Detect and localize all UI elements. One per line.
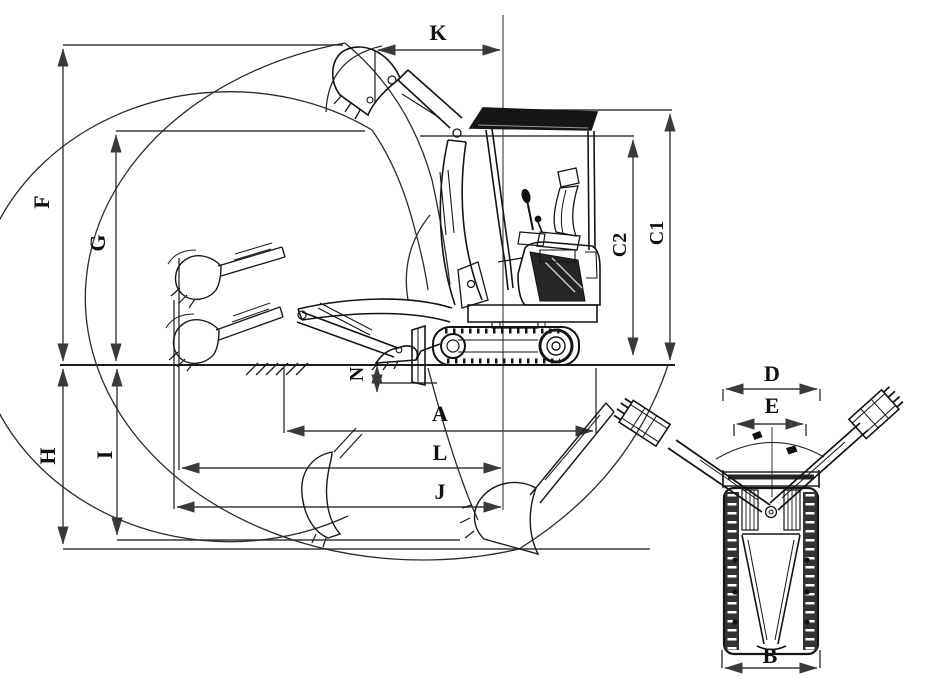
dim-label-j: J xyxy=(434,479,446,504)
ghost-bucket-positions xyxy=(165,242,615,556)
dim-label-e: E xyxy=(764,393,780,418)
dim-label-b: B xyxy=(762,643,778,668)
dim-label-k: K xyxy=(429,20,447,45)
dim-label-a: A xyxy=(432,401,448,426)
ground-line xyxy=(60,362,675,376)
dim-label-g: G xyxy=(85,234,110,252)
dim-label-n: N xyxy=(346,366,368,382)
dim-label-i: I xyxy=(92,450,117,460)
swing-angle-mark-left xyxy=(752,431,763,440)
excavator-side-view xyxy=(296,46,601,387)
dim-label-c2: C2 xyxy=(609,232,631,258)
swing-angle-mark-right xyxy=(786,445,798,455)
dim-label-c1: C1 xyxy=(646,220,668,246)
dim-label-h: H xyxy=(35,447,60,465)
dim-label-f: F xyxy=(29,195,54,209)
dim-label-d: D xyxy=(764,361,780,386)
dim-label-l: L xyxy=(432,440,448,465)
excavator-top-view xyxy=(613,383,904,674)
working-envelope-arcs xyxy=(0,42,669,561)
